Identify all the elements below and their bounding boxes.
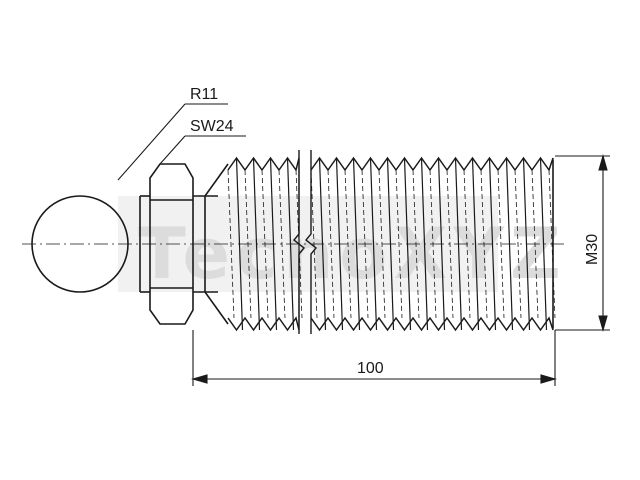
thread-crest-line bbox=[488, 157, 497, 331]
thread-root-line bbox=[446, 169, 454, 319]
watermark-text: TecnoXYZ bbox=[138, 213, 567, 295]
thread-crest-line bbox=[522, 157, 531, 331]
thread-root-line bbox=[497, 169, 505, 319]
thread-root-line bbox=[463, 169, 471, 319]
thread-crest-line bbox=[454, 157, 463, 331]
leaders bbox=[117, 103, 246, 181]
thread-crest-line bbox=[403, 157, 412, 331]
thread-profile bbox=[227, 316, 300, 332]
thread-root-line bbox=[344, 169, 352, 319]
thread-crest-line bbox=[539, 157, 548, 331]
hex-collar bbox=[139, 163, 194, 325]
diameter-dimension bbox=[555, 153, 610, 333]
thread-crest-line bbox=[235, 157, 244, 331]
thread-root-line bbox=[227, 169, 235, 319]
thread-profile bbox=[227, 156, 300, 172]
thread-crest-line bbox=[318, 157, 327, 331]
thread-crest-line bbox=[437, 157, 446, 331]
thread-crest-line bbox=[335, 157, 344, 331]
thread-crest-line bbox=[420, 157, 429, 331]
thread-crest-line bbox=[471, 157, 480, 331]
ball-head bbox=[31, 195, 129, 293]
thread-crest-line bbox=[386, 157, 395, 331]
thread-profile bbox=[310, 316, 554, 332]
thread-crest-line bbox=[352, 157, 361, 331]
thread-root-line bbox=[412, 169, 420, 319]
thread-root-line bbox=[514, 169, 522, 319]
thread-label: M30 bbox=[584, 234, 601, 265]
thread-crest-line bbox=[369, 157, 378, 331]
thread-root-line bbox=[361, 169, 369, 319]
thread-root-line bbox=[278, 169, 286, 319]
thread-profile bbox=[310, 156, 554, 172]
thread-root-line bbox=[378, 169, 386, 319]
thread-section bbox=[227, 156, 556, 332]
thread-root-line bbox=[480, 169, 488, 319]
length-dimension bbox=[190, 330, 558, 386]
thread-root-line bbox=[244, 169, 252, 319]
thread-crest-line bbox=[286, 157, 295, 331]
thread-root-line bbox=[310, 169, 318, 319]
wrench-size-label: SW24 bbox=[190, 118, 234, 135]
thread-root-line bbox=[531, 169, 539, 319]
thread-root-line bbox=[327, 169, 335, 319]
thread-root-line bbox=[548, 169, 556, 319]
thread-crest-line bbox=[505, 157, 514, 331]
thread-root-line bbox=[395, 169, 403, 319]
thread-root-line bbox=[261, 169, 269, 319]
chamfer-neck bbox=[193, 163, 229, 325]
thread-root-line bbox=[429, 169, 437, 319]
thread-crest-line bbox=[252, 157, 261, 331]
length-label: 100 bbox=[357, 360, 384, 377]
break-marks bbox=[293, 150, 317, 334]
radius-label: R11 bbox=[190, 86, 218, 103]
thread-crest-line bbox=[269, 157, 278, 331]
